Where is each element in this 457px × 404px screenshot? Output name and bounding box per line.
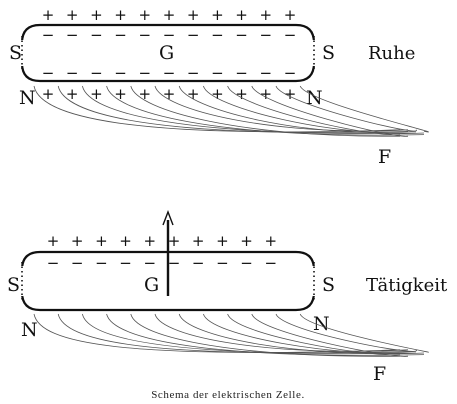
plus-sign: + bbox=[119, 232, 132, 250]
minus-sign: − bbox=[192, 254, 205, 272]
plus-sign: + bbox=[163, 6, 176, 24]
plus-sign: + bbox=[95, 232, 108, 250]
plus-sign: + bbox=[163, 85, 176, 103]
label-s-left: S bbox=[9, 42, 22, 64]
state-label-activity: Tätigkeit bbox=[366, 275, 448, 296]
minus-row-inner-top: −−−−−−−−−− bbox=[47, 254, 277, 272]
fibre-bundle bbox=[34, 314, 429, 356]
minus-sign: − bbox=[90, 26, 103, 44]
minus-sign: − bbox=[284, 26, 297, 44]
plus-sign: + bbox=[260, 85, 273, 103]
plus-sign: + bbox=[90, 6, 103, 24]
minus-sign: − bbox=[119, 254, 132, 272]
minus-sign: − bbox=[168, 254, 181, 272]
minus-sign: − bbox=[42, 26, 55, 44]
minus-sign: − bbox=[235, 26, 248, 44]
minus-sign: − bbox=[265, 254, 278, 272]
minus-sign: − bbox=[42, 64, 55, 82]
label-f: F bbox=[373, 363, 386, 385]
minus-sign: − bbox=[114, 64, 127, 82]
plus-sign: + bbox=[114, 85, 127, 103]
plus-sign: + bbox=[216, 232, 229, 250]
minus-sign: − bbox=[90, 64, 103, 82]
panel-rest: +++++++++++ −−−−−−−−−−− −−−−−−−−−−− ++++… bbox=[9, 6, 429, 168]
minus-sign: − bbox=[187, 64, 200, 82]
plus-row-top: + + + + + + + + + + bbox=[47, 232, 277, 250]
plus-sign: + bbox=[144, 232, 157, 250]
plus-sign: + bbox=[66, 85, 79, 103]
minus-sign: − bbox=[66, 26, 79, 44]
minus-row-inner-bottom: −−−−−−−−−−− bbox=[42, 64, 297, 82]
nerve-fibre bbox=[107, 314, 424, 355]
label-s-left: S bbox=[7, 274, 20, 296]
plus-sign: + bbox=[192, 232, 205, 250]
minus-sign: − bbox=[240, 254, 253, 272]
plus-sign: + bbox=[211, 6, 224, 24]
minus-sign: − bbox=[163, 64, 176, 82]
label-g: G bbox=[144, 274, 159, 296]
panel-activity: ++++++++++ −−−−−−−−−− S S G Tätigkeit N … bbox=[7, 212, 448, 385]
nerve-fibre bbox=[82, 86, 416, 133]
plus-row-top: + + + + + + + + + + + bbox=[42, 6, 297, 24]
plus-sign: + bbox=[71, 232, 84, 250]
plus-sign: + bbox=[90, 85, 103, 103]
plus-sign: + bbox=[187, 85, 200, 103]
minus-sign: − bbox=[139, 26, 152, 44]
minus-sign: − bbox=[211, 64, 224, 82]
label-g: G bbox=[159, 42, 174, 64]
minus-sign: − bbox=[235, 64, 248, 82]
minus-sign: − bbox=[144, 254, 157, 272]
plus-sign: + bbox=[187, 6, 200, 24]
minus-sign: − bbox=[216, 254, 229, 272]
figure-caption: Schema der elektrischen Zelle. bbox=[151, 389, 305, 401]
plus-sign: + bbox=[235, 85, 248, 103]
plus-sign: + bbox=[66, 6, 79, 24]
minus-sign: − bbox=[114, 26, 127, 44]
label-n-left: N bbox=[21, 319, 38, 341]
minus-sign: − bbox=[187, 26, 200, 44]
plus-sign: + bbox=[284, 6, 297, 24]
plus-sign: + bbox=[47, 232, 60, 250]
state-label-rest: Ruhe bbox=[368, 43, 415, 64]
minus-sign: − bbox=[95, 254, 108, 272]
label-s-right: S bbox=[322, 42, 335, 64]
plus-sign: + bbox=[265, 232, 278, 250]
plus-sign: + bbox=[260, 6, 273, 24]
minus-sign: − bbox=[47, 254, 60, 272]
label-f: F bbox=[378, 146, 391, 168]
minus-sign: − bbox=[260, 64, 273, 82]
plus-sign: + bbox=[139, 6, 152, 24]
minus-sign: − bbox=[211, 26, 224, 44]
minus-sign: − bbox=[139, 64, 152, 82]
plus-sign: + bbox=[235, 6, 248, 24]
plus-sign: + bbox=[240, 232, 253, 250]
plus-sign: + bbox=[114, 6, 127, 24]
plus-row-bottom: +++++++++++ bbox=[42, 85, 297, 103]
plus-sign: + bbox=[42, 6, 55, 24]
label-n-left: N bbox=[19, 87, 36, 109]
plus-sign: + bbox=[168, 232, 181, 250]
minus-sign: − bbox=[260, 26, 273, 44]
minus-sign: − bbox=[284, 64, 297, 82]
minus-sign: − bbox=[71, 254, 84, 272]
minus-sign: − bbox=[66, 64, 79, 82]
label-s-right: S bbox=[322, 274, 335, 296]
